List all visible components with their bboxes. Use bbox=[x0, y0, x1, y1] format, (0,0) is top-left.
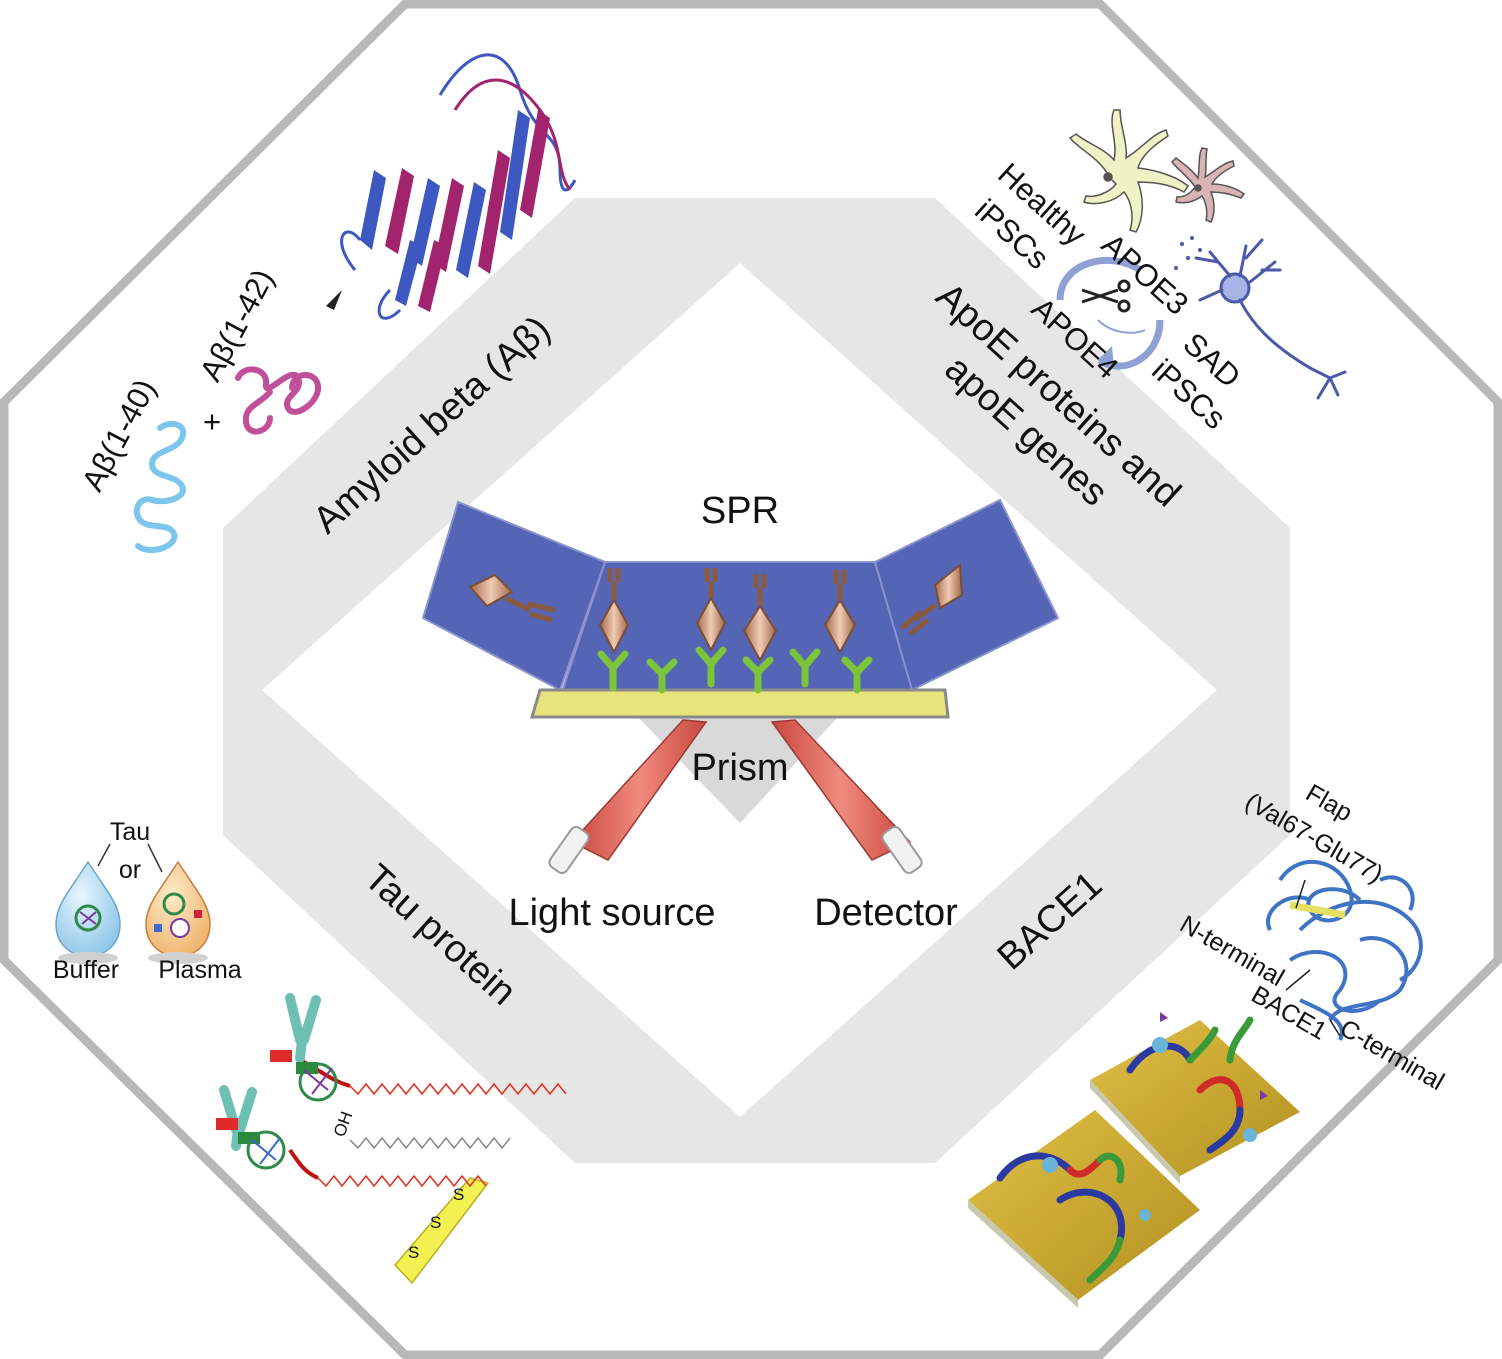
linker-chain-1 bbox=[349, 1082, 567, 1096]
thiol-s-label-3: S bbox=[408, 1243, 419, 1262]
bace-chip-back-edge bbox=[1090, 1080, 1180, 1184]
bound-analytes bbox=[468, 563, 964, 663]
light-source-label: Light source bbox=[508, 892, 715, 934]
detector-cap bbox=[881, 825, 923, 875]
reflected-beam bbox=[770, 719, 912, 861]
incident-beam bbox=[570, 719, 708, 861]
bound-analyte bbox=[742, 574, 778, 663]
or-label: or bbox=[119, 856, 141, 884]
thiol-s-label-2: S bbox=[430, 1213, 441, 1232]
bound-analyte bbox=[823, 570, 857, 655]
tau-gold-chip bbox=[393, 1177, 490, 1285]
spr-schematic: SPR Prism Light source Detector bbox=[421, 490, 1060, 934]
free-analyte-right bbox=[900, 563, 964, 636]
tau-panel: Tau or Buffer Plasma OH S S S bbox=[53, 818, 567, 1285]
free-analyte-left bbox=[468, 573, 556, 623]
buffer-label: Buffer bbox=[53, 956, 119, 984]
sad-neuron-icon bbox=[1171, 147, 1246, 223]
spr-right-panel bbox=[873, 498, 1060, 692]
ab40-monomer bbox=[133, 420, 187, 554]
bace-chip-front-edge bbox=[968, 1200, 1078, 1308]
linker-chain-2 bbox=[349, 1136, 511, 1150]
plasma-droplet-icon bbox=[145, 860, 211, 964]
bound-analyte bbox=[598, 568, 630, 655]
amyloid-plus: + bbox=[203, 404, 221, 439]
thiol-s-label-1: S bbox=[453, 1185, 464, 1204]
blue-neuron-icon bbox=[1194, 238, 1347, 400]
linker-chain-3 bbox=[317, 1174, 487, 1188]
light-source-cap bbox=[548, 825, 590, 875]
capture-ligands bbox=[597, 646, 873, 694]
crispr-scissors-icon bbox=[1081, 279, 1131, 313]
bace-chip-front bbox=[968, 1110, 1200, 1300]
gold-sensor-film bbox=[529, 688, 950, 719]
tau-antibody-complexes bbox=[216, 993, 338, 1170]
free-enzymes bbox=[1042, 1037, 1257, 1221]
dots bbox=[1174, 236, 1202, 270]
spr-label: SPR bbox=[701, 490, 779, 532]
tau-label: Tau bbox=[110, 818, 150, 846]
cycle-arrow-top bbox=[1056, 256, 1142, 301]
detector-label: Detector bbox=[814, 892, 958, 934]
ab-fibril bbox=[340, 53, 577, 320]
ab42-monomer bbox=[235, 366, 321, 435]
bound-analyte bbox=[695, 568, 727, 653]
buffer-droplet-icon bbox=[55, 860, 121, 964]
plasma-label: Plasma bbox=[158, 956, 241, 984]
healthy-neuron-icon bbox=[1068, 109, 1189, 233]
aggregation-arrow bbox=[326, 290, 342, 310]
prism-label: Prism bbox=[691, 747, 788, 789]
